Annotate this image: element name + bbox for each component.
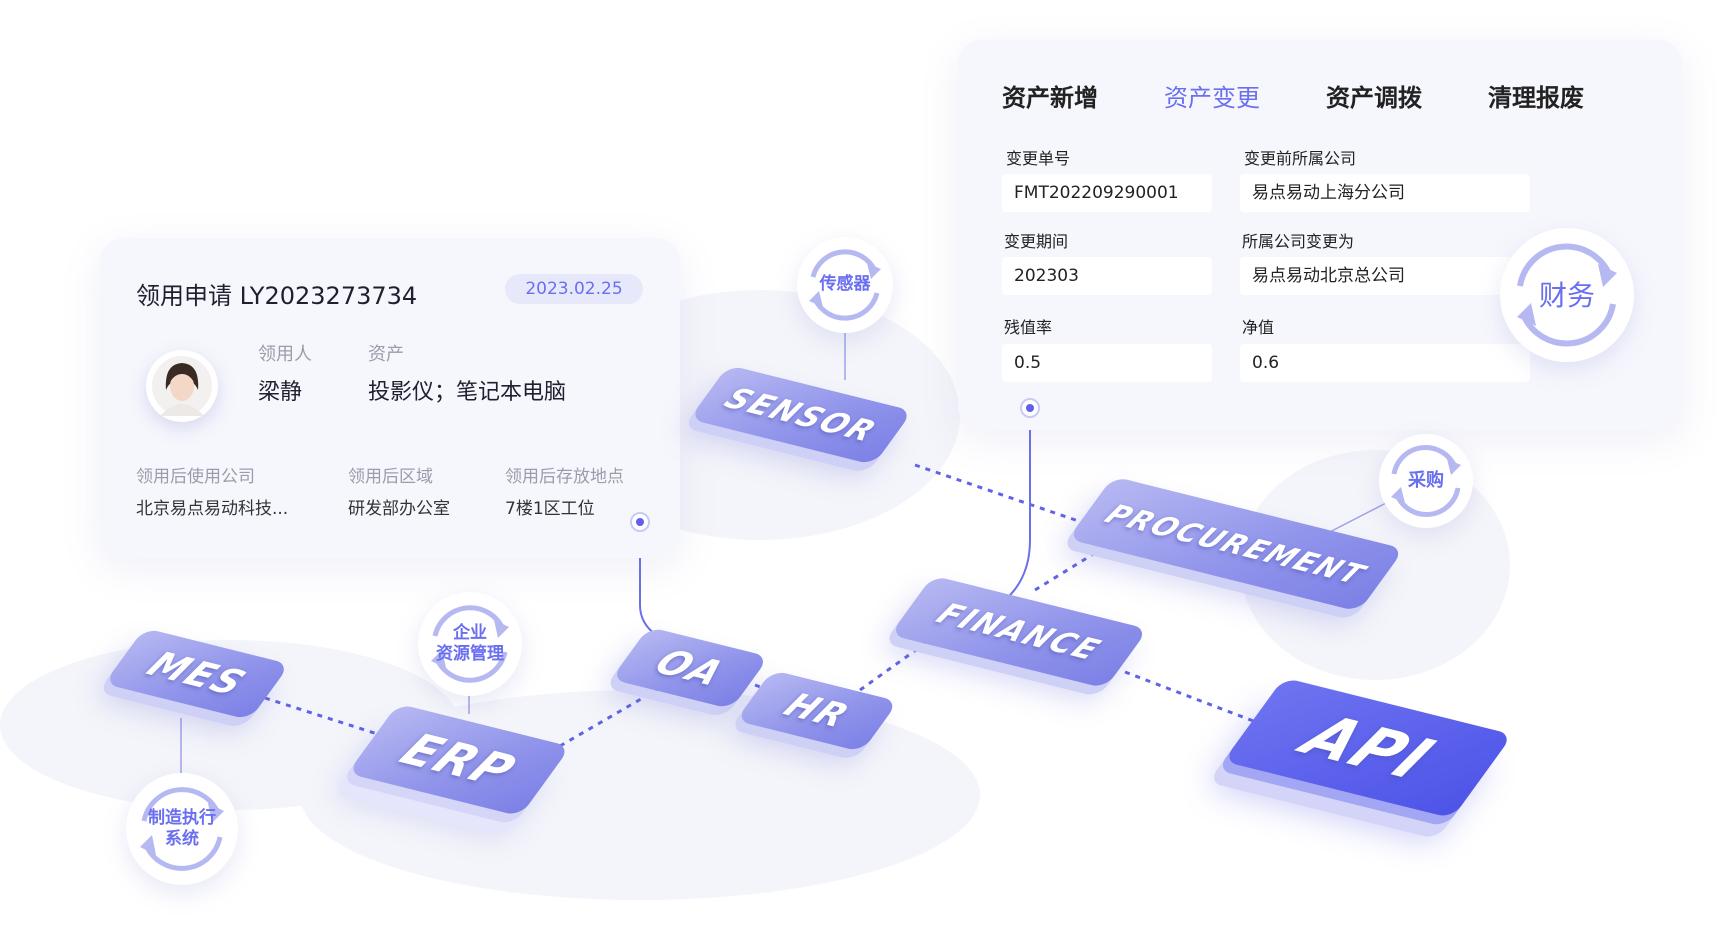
- badge-erp: 企业 资源管理: [418, 592, 522, 696]
- tab-asset-add[interactable]: 资产新增: [1002, 84, 1098, 112]
- area-label: 领用后区域: [348, 467, 433, 487]
- location-value: 7楼1区工位: [505, 499, 595, 519]
- company-value: 北京易点易动科技...: [136, 499, 289, 519]
- tile-mes-label: MES: [139, 644, 255, 704]
- cycle-arrows-icon: [809, 249, 881, 321]
- connector-pin: [1020, 398, 1040, 418]
- cycle-arrows-icon: [431, 605, 509, 683]
- new-company-label: 所属公司变更为: [1242, 232, 1355, 251]
- change-number-field[interactable]: FMT202209290001: [1002, 174, 1212, 212]
- tab-asset-transfer[interactable]: 资产调拨: [1326, 84, 1422, 112]
- request-title: 领用申请 LY2023273734: [136, 282, 418, 310]
- applicant-label: 领用人: [258, 344, 312, 365]
- net-value-field[interactable]: 0.6: [1240, 344, 1530, 382]
- original-company-label: 变更前所属公司: [1244, 149, 1357, 168]
- residual-rate-label: 残值率: [1004, 318, 1053, 337]
- asset-label: 资产: [368, 344, 404, 365]
- tab-asset-disposal[interactable]: 清理报废: [1488, 84, 1584, 112]
- location-label: 领用后存放地点: [505, 467, 624, 487]
- applicant-value: 梁静: [258, 380, 303, 405]
- badge-finance-label: 财务: [1538, 278, 1595, 312]
- badge-erp-line1: 企业: [453, 622, 487, 643]
- badge-procurement-label: 采购: [1408, 469, 1444, 491]
- request-date-badge: 2023.02.25: [505, 274, 643, 304]
- asset-value: 投影仪；笔记本电脑: [368, 380, 567, 405]
- change-period-field[interactable]: 202303: [1002, 257, 1212, 295]
- tile-erp-label: ERP: [390, 723, 528, 797]
- badge-sensor: 传感器: [797, 237, 893, 333]
- badge-sensor-label: 传感器: [819, 274, 871, 295]
- badge-mes-line1: 制造执行: [148, 807, 216, 828]
- original-company-field[interactable]: 易点易动上海分公司: [1240, 174, 1530, 212]
- residual-rate-field[interactable]: 0.5: [1002, 344, 1212, 382]
- tab-asset-change[interactable]: 资产变更: [1164, 84, 1260, 112]
- cycle-arrows-icon: [1391, 444, 1461, 518]
- new-company-field[interactable]: 易点易动北京总公司: [1240, 257, 1530, 295]
- badge-mes: 制造执行 系统: [126, 773, 238, 885]
- net-value-label: 净值: [1242, 318, 1275, 337]
- badge-mes-line2: 系统: [165, 829, 199, 849]
- tile-oa-label: OA: [646, 642, 734, 694]
- cycle-arrows-icon: [1517, 243, 1617, 347]
- avatar: [146, 350, 218, 422]
- connector-pin: [630, 512, 650, 532]
- tile-hr-label: HR: [775, 686, 859, 736]
- badge-finance: 财务: [1500, 228, 1634, 362]
- badge-erp-line2: 资源管理: [436, 644, 504, 664]
- area-value: 研发部办公室: [348, 499, 450, 519]
- cycle-arrows-icon: [140, 787, 224, 871]
- company-label: 领用后使用公司: [136, 467, 255, 487]
- change-period-label: 变更期间: [1004, 232, 1069, 251]
- change-number-label: 变更单号: [1006, 149, 1071, 168]
- asset-request-card: 领用申请 LY2023273734 2023.02.25 领用人 梁静 资产 投…: [100, 238, 680, 558]
- tile-api-label: API: [1288, 703, 1448, 793]
- badge-procurement: 采购: [1379, 434, 1473, 528]
